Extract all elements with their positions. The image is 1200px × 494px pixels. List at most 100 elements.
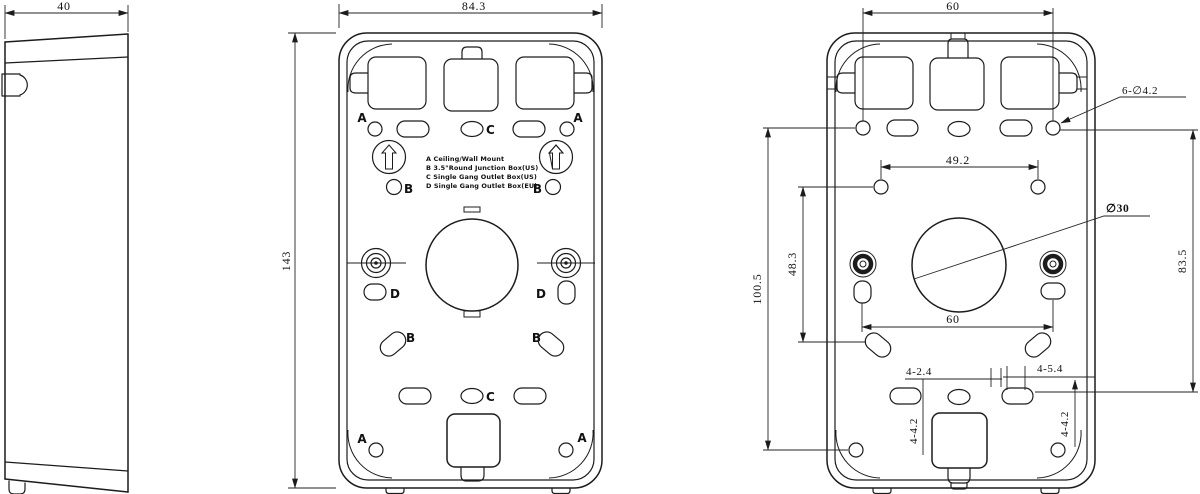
marker-a: A — [357, 432, 367, 446]
back-view-outline — [826, 32, 1096, 494]
front-cable-cutout — [446, 413, 501, 482]
side-view-outline — [1, 33, 129, 494]
dim-side-width: 40 — [4, 0, 129, 39]
note-slot-small: 4-2.4 — [905, 366, 1002, 387]
side-hook-tab — [1, 73, 28, 97]
slot-oval-c — [460, 120, 484, 138]
note-slot-large: 4-5.4 — [1003, 363, 1095, 390]
dim-hole-spacing: 49.2 — [873, 153, 1046, 195]
front-b-holes: B B — [385, 178, 562, 196]
dim-hole-spacing-label: 49.2 — [946, 153, 970, 167]
slot-b-angled-left — [379, 331, 407, 357]
front-slot-row-top: A C A — [357, 111, 583, 138]
hole-b-right — [544, 178, 562, 196]
note-screw-holes-label: 6-∅4.2 — [1122, 85, 1158, 97]
front-view: 84.3 143 — [279, 0, 603, 494]
back-screw-boss-left — [849, 250, 877, 278]
marker-d: D — [390, 287, 400, 301]
front-slot-row-bottom: C — [398, 387, 547, 405]
hole-a-top-right — [559, 121, 575, 137]
front-orientation-arrows — [371, 139, 574, 175]
note-slot-height-label: 4-4.2 — [908, 418, 920, 444]
legend-line-a: A Ceiling/Wall Mount — [426, 155, 504, 163]
slot-pill — [512, 120, 546, 138]
slot-d-left — [363, 283, 387, 301]
slot-angled-right — [1024, 332, 1052, 358]
side-bottom-foot — [8, 480, 26, 494]
back-b-slots-angled — [864, 332, 1052, 358]
front-a-holes-bottom: A A — [357, 431, 587, 458]
side-view: 40 — [1, 0, 129, 494]
slot-d-left — [853, 280, 872, 304]
front-knockouts-top — [349, 46, 593, 112]
dim-back-top-spacing-label: 60 — [946, 0, 960, 13]
note-screw-holes: 6-∅4.2 — [1060, 85, 1186, 124]
dim-outer-height: 100.5 — [750, 127, 855, 451]
screw-hole — [1050, 442, 1066, 458]
knockout-square-center — [929, 57, 985, 111]
marker-b: B — [532, 331, 541, 345]
slot-pill — [889, 387, 922, 405]
note-slot-large-label: 4-5.4 — [1037, 363, 1063, 375]
back-a-holes-bottom — [848, 442, 1066, 458]
marker-a: A — [357, 111, 367, 125]
legend-line-d: D Single Gang Outlet Box(EU) — [426, 182, 537, 190]
slot-oval-c — [460, 387, 484, 405]
slot-oval — [947, 120, 971, 138]
note-slot-height-label: 4-4.2 — [1059, 411, 1071, 437]
dim-mid-spacing-label: 60 — [946, 312, 960, 326]
note-slot-small-label: 4-2.4 — [906, 366, 932, 378]
marker-a: A — [577, 431, 587, 445]
dim-front-width: 84.3 — [338, 0, 603, 28]
slot-d-right — [1040, 282, 1066, 300]
front-screw-boss-right — [537, 247, 595, 279]
legend-line-b: B 3.5"Round Junction Box(US) — [426, 164, 538, 172]
legend-line-c: C Single Gang Outlet Box(US) — [426, 173, 537, 181]
knockout-square-center — [443, 58, 499, 112]
back-slot-row-top — [855, 119, 1061, 138]
slot-pill — [513, 387, 547, 405]
marker-a: A — [573, 111, 583, 125]
hole-a-bottom-right — [558, 442, 574, 458]
hole-a-top-left — [367, 121, 383, 137]
hole-a-bottom-left — [368, 442, 384, 458]
screw-hole — [855, 120, 871, 136]
dim-mid-spacing: 60 — [861, 300, 1054, 332]
front-screw-boss-left — [347, 247, 406, 279]
slot-b-angled-right — [537, 331, 565, 357]
screw-hole — [873, 179, 889, 195]
dim-inner-height-label: 48.3 — [785, 252, 799, 276]
front-view-outline — [338, 32, 603, 494]
up-arrow-icon — [380, 144, 398, 170]
slot-oval — [947, 388, 971, 406]
slot-pill — [396, 120, 430, 138]
back-view: 60 6-∅4.2 — [750, 0, 1198, 494]
note-slot-height-right: 4-4.2 — [1059, 379, 1078, 447]
back-center-hole: ∅30 — [911, 203, 1150, 313]
marker-b: B — [406, 331, 415, 345]
note-center-hole-label: ∅30 — [1106, 203, 1129, 215]
dim-back-top-spacing: 60 — [862, 0, 1054, 121]
dim-front-width-label: 84.3 — [462, 0, 486, 13]
back-slot-row-bottom — [889, 387, 1034, 406]
hole-b-left — [385, 178, 403, 196]
slot-pill — [886, 119, 919, 137]
slot-pill — [398, 387, 432, 405]
marker-b: B — [533, 182, 542, 196]
knockout-square-right — [1000, 56, 1060, 110]
screw-hole — [1045, 120, 1061, 136]
back-screw-boss-right — [1039, 250, 1067, 278]
dim-right-height-label: 83.5 — [1175, 249, 1189, 273]
screw-hole — [1030, 179, 1046, 195]
back-d-slots — [853, 280, 1066, 304]
back-cable-cutout — [931, 412, 988, 490]
mount-legend: A Ceiling/Wall Mount B 3.5"Round Junctio… — [426, 155, 538, 190]
slot-pill — [999, 119, 1033, 137]
front-center-knockout — [425, 206, 519, 318]
back-knockouts-top — [827, 33, 1087, 111]
knockout-square-left — [854, 56, 914, 110]
dim-side-width-label: 40 — [57, 0, 71, 13]
dim-front-height: 143 — [279, 32, 336, 489]
